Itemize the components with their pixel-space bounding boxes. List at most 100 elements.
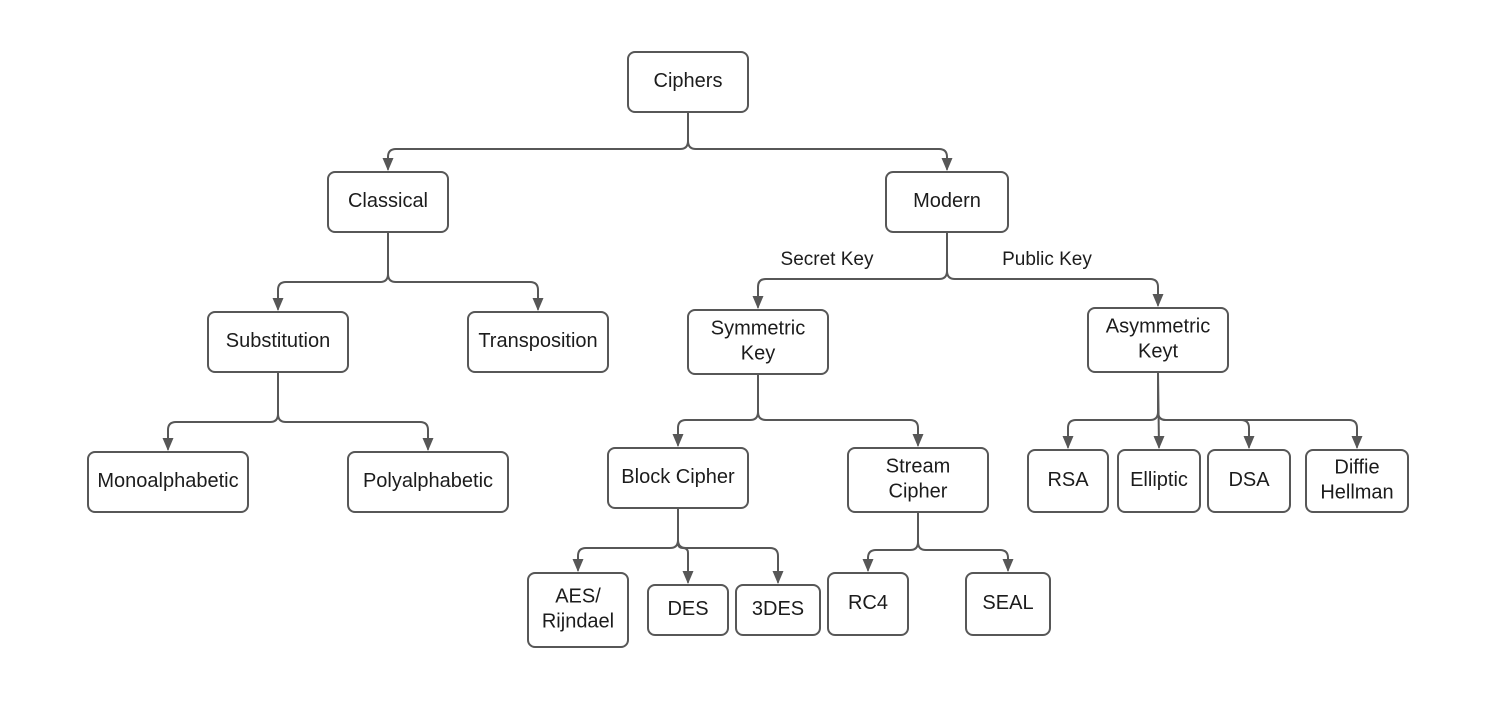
node-label-dsa: DSA xyxy=(1228,469,1270,491)
node-polyalphabetic[interactable]: Polyalphabetic xyxy=(347,451,509,513)
node-label-polyalphabetic: Polyalphabetic xyxy=(363,470,493,492)
node-label-rsa: RSA xyxy=(1047,469,1089,491)
node-box-symmetric-key[interactable] xyxy=(687,309,829,375)
node-seal[interactable]: SEAL xyxy=(965,572,1051,636)
node-box-polyalphabetic[interactable] xyxy=(347,451,509,513)
node-substitution[interactable]: Substitution xyxy=(207,311,349,373)
arrowhead-asymmetric-diffie xyxy=(1351,436,1363,449)
node-elliptic[interactable]: Elliptic xyxy=(1117,449,1201,513)
edge-labels-layer: Secret Key Public Key xyxy=(781,249,1093,270)
arrowhead-ciphers-classical xyxy=(382,158,394,171)
node-label-rc4: RC4 xyxy=(848,592,888,614)
node-box-rsa[interactable] xyxy=(1027,449,1109,513)
edge-classical-transposition xyxy=(387,231,539,310)
node-box-elliptic[interactable] xyxy=(1117,449,1201,513)
edge-ciphers-classical xyxy=(387,111,689,170)
node-label-elliptic: Elliptic xyxy=(1130,469,1188,491)
arrowhead-block-aes xyxy=(572,559,584,572)
node-box-3des[interactable] xyxy=(735,584,821,636)
arrowhead-block-3des xyxy=(772,571,784,584)
arrowhead-classical-substitution xyxy=(272,298,284,311)
node-box-stream-cipher[interactable] xyxy=(847,447,989,513)
edge-modern-asymmetric xyxy=(946,231,1159,306)
node-box-rc4[interactable] xyxy=(827,572,909,636)
edges-layer xyxy=(162,111,1363,584)
arrowhead-substitution-mono xyxy=(162,438,174,451)
edge-symmetric-block xyxy=(677,373,759,446)
node-box-des[interactable] xyxy=(647,584,729,636)
node-label-transposition: Transposition xyxy=(478,330,597,352)
node-label-ciphers: Ciphers xyxy=(654,70,723,92)
node-box-aes-rijndael[interactable] xyxy=(527,572,629,648)
node-box-modern[interactable] xyxy=(885,171,1009,233)
arrowhead-modern-symmetric xyxy=(752,296,764,309)
edge-label-modern-symmetric: Secret Key xyxy=(781,249,874,270)
node-box-dsa[interactable] xyxy=(1207,449,1291,513)
node-transposition[interactable]: Transposition xyxy=(467,311,609,373)
node-des[interactable]: DES xyxy=(647,584,729,636)
arrowhead-stream-seal xyxy=(1002,559,1014,572)
node-box-block-cipher[interactable] xyxy=(607,447,749,509)
arrowhead-asymmetric-dsa xyxy=(1243,436,1255,449)
arrowhead-block-des xyxy=(682,571,694,584)
edge-stream-rc4 xyxy=(867,511,919,571)
arrowhead-symmetric-stream xyxy=(912,434,924,447)
node-box-diffie-hellman[interactable] xyxy=(1305,449,1409,513)
node-label-3des: 3DES xyxy=(752,598,804,620)
node-label-classical: Classical xyxy=(348,190,428,212)
node-ciphers[interactable]: Ciphers xyxy=(627,51,749,113)
node-aes-rijndael[interactable]: AES/Rijndael xyxy=(527,572,629,648)
node-box-asymmetric-key[interactable] xyxy=(1087,307,1229,373)
node-label-modern: Modern xyxy=(913,190,981,212)
node-label-aes-rijndael: AES/Rijndael xyxy=(542,586,614,633)
node-classical[interactable]: Classical xyxy=(327,171,449,233)
arrowhead-ciphers-modern xyxy=(941,158,953,171)
edge-label-modern-asymmetric: Public Key xyxy=(1002,249,1092,270)
node-label-substitution: Substitution xyxy=(226,330,331,352)
node-rsa[interactable]: RSA xyxy=(1027,449,1109,513)
edge-substitution-mono xyxy=(167,371,279,450)
node-label-monoalphabetic: Monoalphabetic xyxy=(97,470,238,492)
node-label-block-cipher: Block Cipher xyxy=(621,466,735,488)
edge-asymmetric-diffie xyxy=(1157,371,1358,448)
node-label-seal: SEAL xyxy=(982,592,1033,614)
edge-ciphers-modern xyxy=(687,111,948,170)
edge-classical-substitution xyxy=(277,231,389,310)
arrowhead-modern-asymmetric xyxy=(1152,294,1164,307)
arrowhead-asymmetric-elliptic xyxy=(1153,436,1165,449)
edge-asymmetric-rsa xyxy=(1067,371,1159,448)
node-monoalphabetic[interactable]: Monoalphabetic xyxy=(87,451,249,513)
node-rc4[interactable]: RC4 xyxy=(827,572,909,636)
arrowhead-substitution-poly xyxy=(422,438,434,451)
edge-asymmetric-dsa xyxy=(1157,371,1250,448)
edge-block-aes xyxy=(577,507,679,571)
node-box-classical[interactable] xyxy=(327,171,449,233)
edge-stream-seal xyxy=(917,511,1009,571)
arrowhead-classical-transposition xyxy=(532,298,544,311)
node-modern[interactable]: Modern xyxy=(885,171,1009,233)
node-label-des: DES xyxy=(667,598,708,620)
node-box-seal[interactable] xyxy=(965,572,1051,636)
node-box-monoalphabetic[interactable] xyxy=(87,451,249,513)
arrowhead-stream-rc4 xyxy=(862,559,874,572)
node-block-cipher[interactable]: Block Cipher xyxy=(607,447,749,509)
node-dsa[interactable]: DSA xyxy=(1207,449,1291,513)
node-box-ciphers[interactable] xyxy=(627,51,749,113)
edge-block-3des xyxy=(677,507,779,583)
arrowhead-symmetric-block xyxy=(672,434,684,447)
node-box-substitution[interactable] xyxy=(207,311,349,373)
node-3des[interactable]: 3DES xyxy=(735,584,821,636)
edge-symmetric-stream xyxy=(757,373,919,446)
node-box-transposition[interactable] xyxy=(467,311,609,373)
arrowhead-asymmetric-rsa xyxy=(1062,436,1074,449)
